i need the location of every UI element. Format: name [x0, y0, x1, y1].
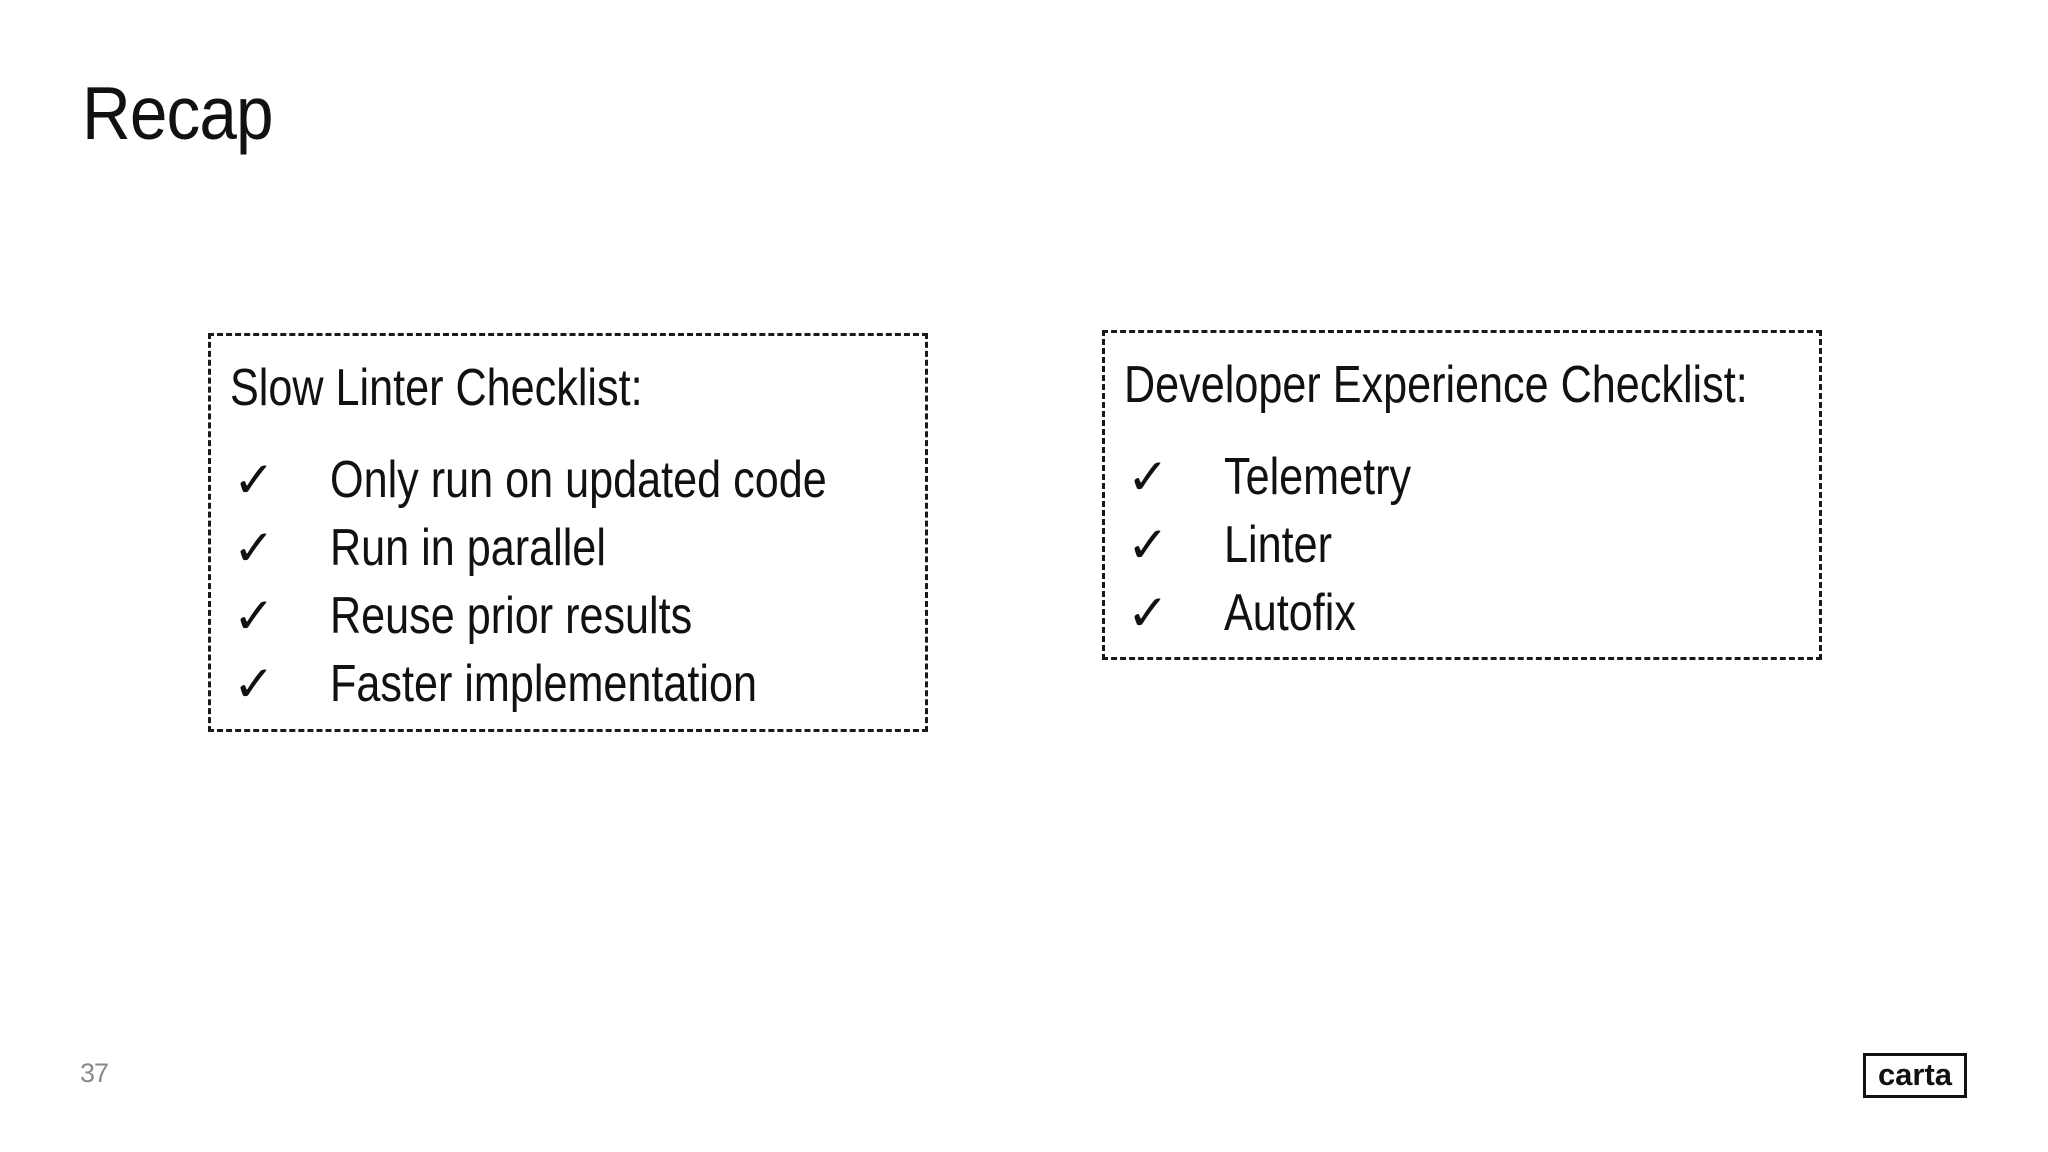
- checklist-item-label: Linter: [1224, 516, 1332, 574]
- page-number: 37: [80, 1058, 109, 1088]
- checklist-item: ✓ Linter: [1105, 511, 1819, 579]
- carta-logo-text: carta: [1877, 1056, 1953, 1092]
- checkmark-icon: ✓: [233, 588, 275, 644]
- checkmark-icon: ✓: [233, 452, 275, 508]
- checklist-item-label: Autofix: [1224, 584, 1356, 642]
- checklist-item: ✓ Faster implementation: [211, 650, 925, 718]
- checkmark-icon: ✓: [1127, 585, 1169, 641]
- slow-linter-checklist-box: Slow Linter Checklist: ✓ Only run on upd…: [208, 333, 928, 732]
- checkmark-icon: ✓: [233, 520, 275, 576]
- checklist-item-label: Faster implementation: [330, 655, 757, 713]
- checklist-rows: ✓ Only run on updated code ✓ Run in para…: [211, 446, 925, 718]
- checklist-item-label: Only run on updated code: [330, 451, 827, 509]
- developer-experience-checklist-box: Developer Experience Checklist: ✓ Teleme…: [1102, 330, 1822, 660]
- checklist-item-label: Run in parallel: [330, 519, 606, 577]
- checklist-title: Developer Experience Checklist:: [1124, 356, 1748, 414]
- checkmark-icon: ✓: [1127, 517, 1169, 573]
- carta-logo: carta: [1863, 1053, 1967, 1098]
- checklist-item-label: Reuse prior results: [330, 587, 693, 645]
- checklist-item-label: Telemetry: [1224, 448, 1412, 506]
- checkmark-icon: ✓: [233, 656, 275, 712]
- checklist-rows: ✓ Telemetry ✓ Linter ✓ Autofix: [1105, 443, 1819, 647]
- slide-title: Recap: [82, 71, 274, 155]
- checklist-title: Slow Linter Checklist:: [230, 359, 643, 417]
- checklist-item: ✓ Reuse prior results: [211, 582, 925, 650]
- checklist-item: ✓ Run in parallel: [211, 514, 925, 582]
- checklist-item: ✓ Only run on updated code: [211, 446, 925, 514]
- checklist-item: ✓ Telemetry: [1105, 443, 1819, 511]
- checklist-item: ✓ Autofix: [1105, 579, 1819, 647]
- checkmark-icon: ✓: [1127, 449, 1169, 505]
